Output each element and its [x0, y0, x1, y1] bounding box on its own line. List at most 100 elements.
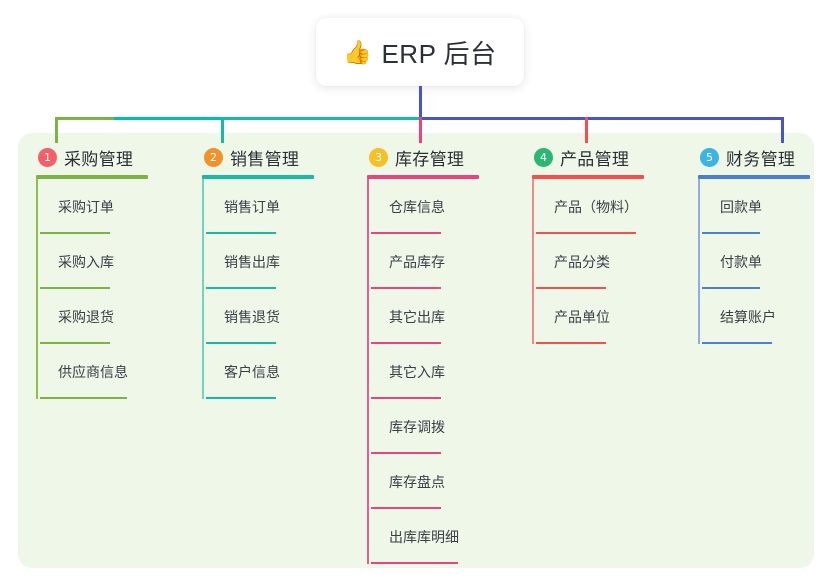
- list-item-label: 其它出库: [389, 308, 445, 325]
- connector-drop-3: [419, 117, 422, 143]
- branch-header-rule: [36, 175, 148, 179]
- list-item[interactable]: 采购退货: [40, 289, 196, 344]
- list-item[interactable]: 回款单: [702, 179, 828, 234]
- branch-number-badge: 4: [534, 147, 553, 167]
- list-item-label: 产品分类: [554, 253, 610, 270]
- list-item[interactable]: 采购订单: [40, 179, 196, 234]
- branch-items-4: 产品（物料） 产品分类 产品单位: [532, 179, 697, 344]
- list-item-rule: [371, 232, 441, 234]
- branch-items-2: 销售订单 销售出库 销售退货 客户信息: [202, 179, 362, 399]
- list-item[interactable]: 产品库存: [371, 234, 532, 289]
- list-item[interactable]: 其它入库: [371, 344, 532, 399]
- list-item-label: 其它入库: [389, 363, 445, 380]
- list-item-rule: [40, 397, 127, 399]
- list-item-label: 销售订单: [224, 198, 280, 215]
- branch-items-3: 仓库信息 产品库存 其它出库 其它入库 库存调拨 库存盘点 出库库明细: [367, 179, 532, 564]
- list-item-rule: [702, 342, 772, 344]
- branch-header-2[interactable]: 2 销售管理: [202, 143, 362, 171]
- list-item-rule: [536, 287, 606, 289]
- list-item-label: 采购订单: [58, 198, 114, 215]
- list-item[interactable]: 产品单位: [536, 289, 697, 344]
- list-item-label: 产品单位: [554, 308, 610, 325]
- list-item-label: 回款单: [720, 198, 762, 215]
- thumbs-up-icon: 👍: [343, 38, 373, 65]
- list-item-label: 产品（物料）: [554, 198, 638, 215]
- mindmap-panel: [18, 133, 814, 568]
- branch-items-1: 采购订单 采购入库 采购退货 供应商信息: [36, 179, 196, 399]
- branch-header-rule: [367, 175, 479, 179]
- list-item[interactable]: 出库库明细: [371, 509, 532, 564]
- list-item[interactable]: 销售订单: [206, 179, 362, 234]
- branch-title: 产品管理: [560, 149, 630, 169]
- connector-drop-2: [221, 117, 224, 143]
- connector-bus-segment-3: [221, 117, 420, 120]
- list-item-label: 仓库信息: [389, 198, 445, 215]
- list-item[interactable]: 库存盘点: [371, 454, 532, 509]
- branch-items-5: 回款单 付款单 结算账户: [698, 179, 828, 344]
- branch-number-badge: 2: [204, 147, 223, 167]
- list-item-label: 销售退货: [224, 308, 280, 325]
- branch-column-2: 2 销售管理 销售订单 销售出库 销售退货 客户信息: [202, 143, 362, 399]
- branch-header-rule: [698, 175, 810, 179]
- list-item-rule: [40, 287, 110, 289]
- branch-column-5: 5 财务管理 回款单 付款单 结算账户: [698, 143, 828, 344]
- branch-number-badge: 3: [369, 147, 388, 167]
- branch-header-3[interactable]: 3 库存管理: [367, 143, 532, 171]
- list-item-label: 库存盘点: [389, 473, 445, 490]
- list-item-label: 产品库存: [389, 253, 445, 270]
- connector-drop-5: [781, 117, 784, 143]
- list-item[interactable]: 采购入库: [40, 234, 196, 289]
- branch-title: 采购管理: [64, 149, 134, 169]
- list-item[interactable]: 其它出库: [371, 289, 532, 344]
- connector-bus-segment-2: [114, 117, 221, 120]
- list-item[interactable]: 产品分类: [536, 234, 697, 289]
- connector-bus-segment-1: [55, 117, 114, 120]
- connector-trunk: [419, 86, 422, 119]
- branch-header-1[interactable]: 1 采购管理: [36, 143, 196, 171]
- list-item[interactable]: 产品（物料）: [536, 179, 697, 234]
- connector-drop-4: [585, 117, 588, 143]
- list-item-rule: [206, 232, 276, 234]
- connector-drop-1: [55, 117, 58, 143]
- list-item-label: 付款单: [720, 253, 762, 270]
- list-item[interactable]: 销售出库: [206, 234, 362, 289]
- list-item-rule: [536, 342, 606, 344]
- list-item-rule: [371, 562, 458, 564]
- list-item-rule: [371, 507, 441, 509]
- list-item-label: 销售出库: [224, 253, 280, 270]
- list-item-rule: [206, 342, 276, 344]
- branch-header-rule: [532, 175, 644, 179]
- root-node-label: ERP 后台: [381, 38, 497, 69]
- branch-number-badge: 1: [38, 147, 57, 167]
- branch-header-4[interactable]: 4 产品管理: [532, 143, 697, 171]
- branch-title: 库存管理: [395, 149, 465, 169]
- branch-header-rule: [202, 175, 314, 179]
- root-node-card[interactable]: 👍 ERP 后台: [316, 18, 524, 86]
- list-item-rule: [40, 342, 110, 344]
- list-item[interactable]: 客户信息: [206, 344, 362, 399]
- list-item-label: 采购退货: [58, 308, 114, 325]
- branch-title: 财务管理: [726, 149, 796, 169]
- list-item[interactable]: 销售退货: [206, 289, 362, 344]
- list-item-rule: [371, 342, 441, 344]
- list-item-rule: [40, 232, 110, 234]
- list-item-rule: [206, 397, 276, 399]
- list-item[interactable]: 付款单: [702, 234, 828, 289]
- list-item-rule: [371, 397, 441, 399]
- list-item[interactable]: 库存调拨: [371, 399, 532, 454]
- list-item-rule: [371, 452, 441, 454]
- list-item-rule: [702, 232, 760, 234]
- list-item-rule: [371, 287, 441, 289]
- list-item-label: 供应商信息: [58, 363, 128, 380]
- list-item[interactable]: 供应商信息: [40, 344, 196, 399]
- branch-column-1: 1 采购管理 采购订单 采购入库 采购退货 供应商信息: [36, 143, 196, 399]
- list-item-rule: [206, 287, 276, 289]
- list-item-label: 结算账户: [720, 308, 776, 325]
- list-item[interactable]: 仓库信息: [371, 179, 532, 234]
- branch-header-5[interactable]: 5 财务管理: [698, 143, 828, 171]
- branch-column-3: 3 库存管理 仓库信息 产品库存 其它出库 其它入库 库存调拨 库存盘点 出: [367, 143, 532, 564]
- list-item-rule: [702, 287, 760, 289]
- list-item-label: 采购入库: [58, 253, 114, 270]
- list-item[interactable]: 结算账户: [702, 289, 828, 344]
- branch-column-4: 4 产品管理 产品（物料） 产品分类 产品单位: [532, 143, 697, 344]
